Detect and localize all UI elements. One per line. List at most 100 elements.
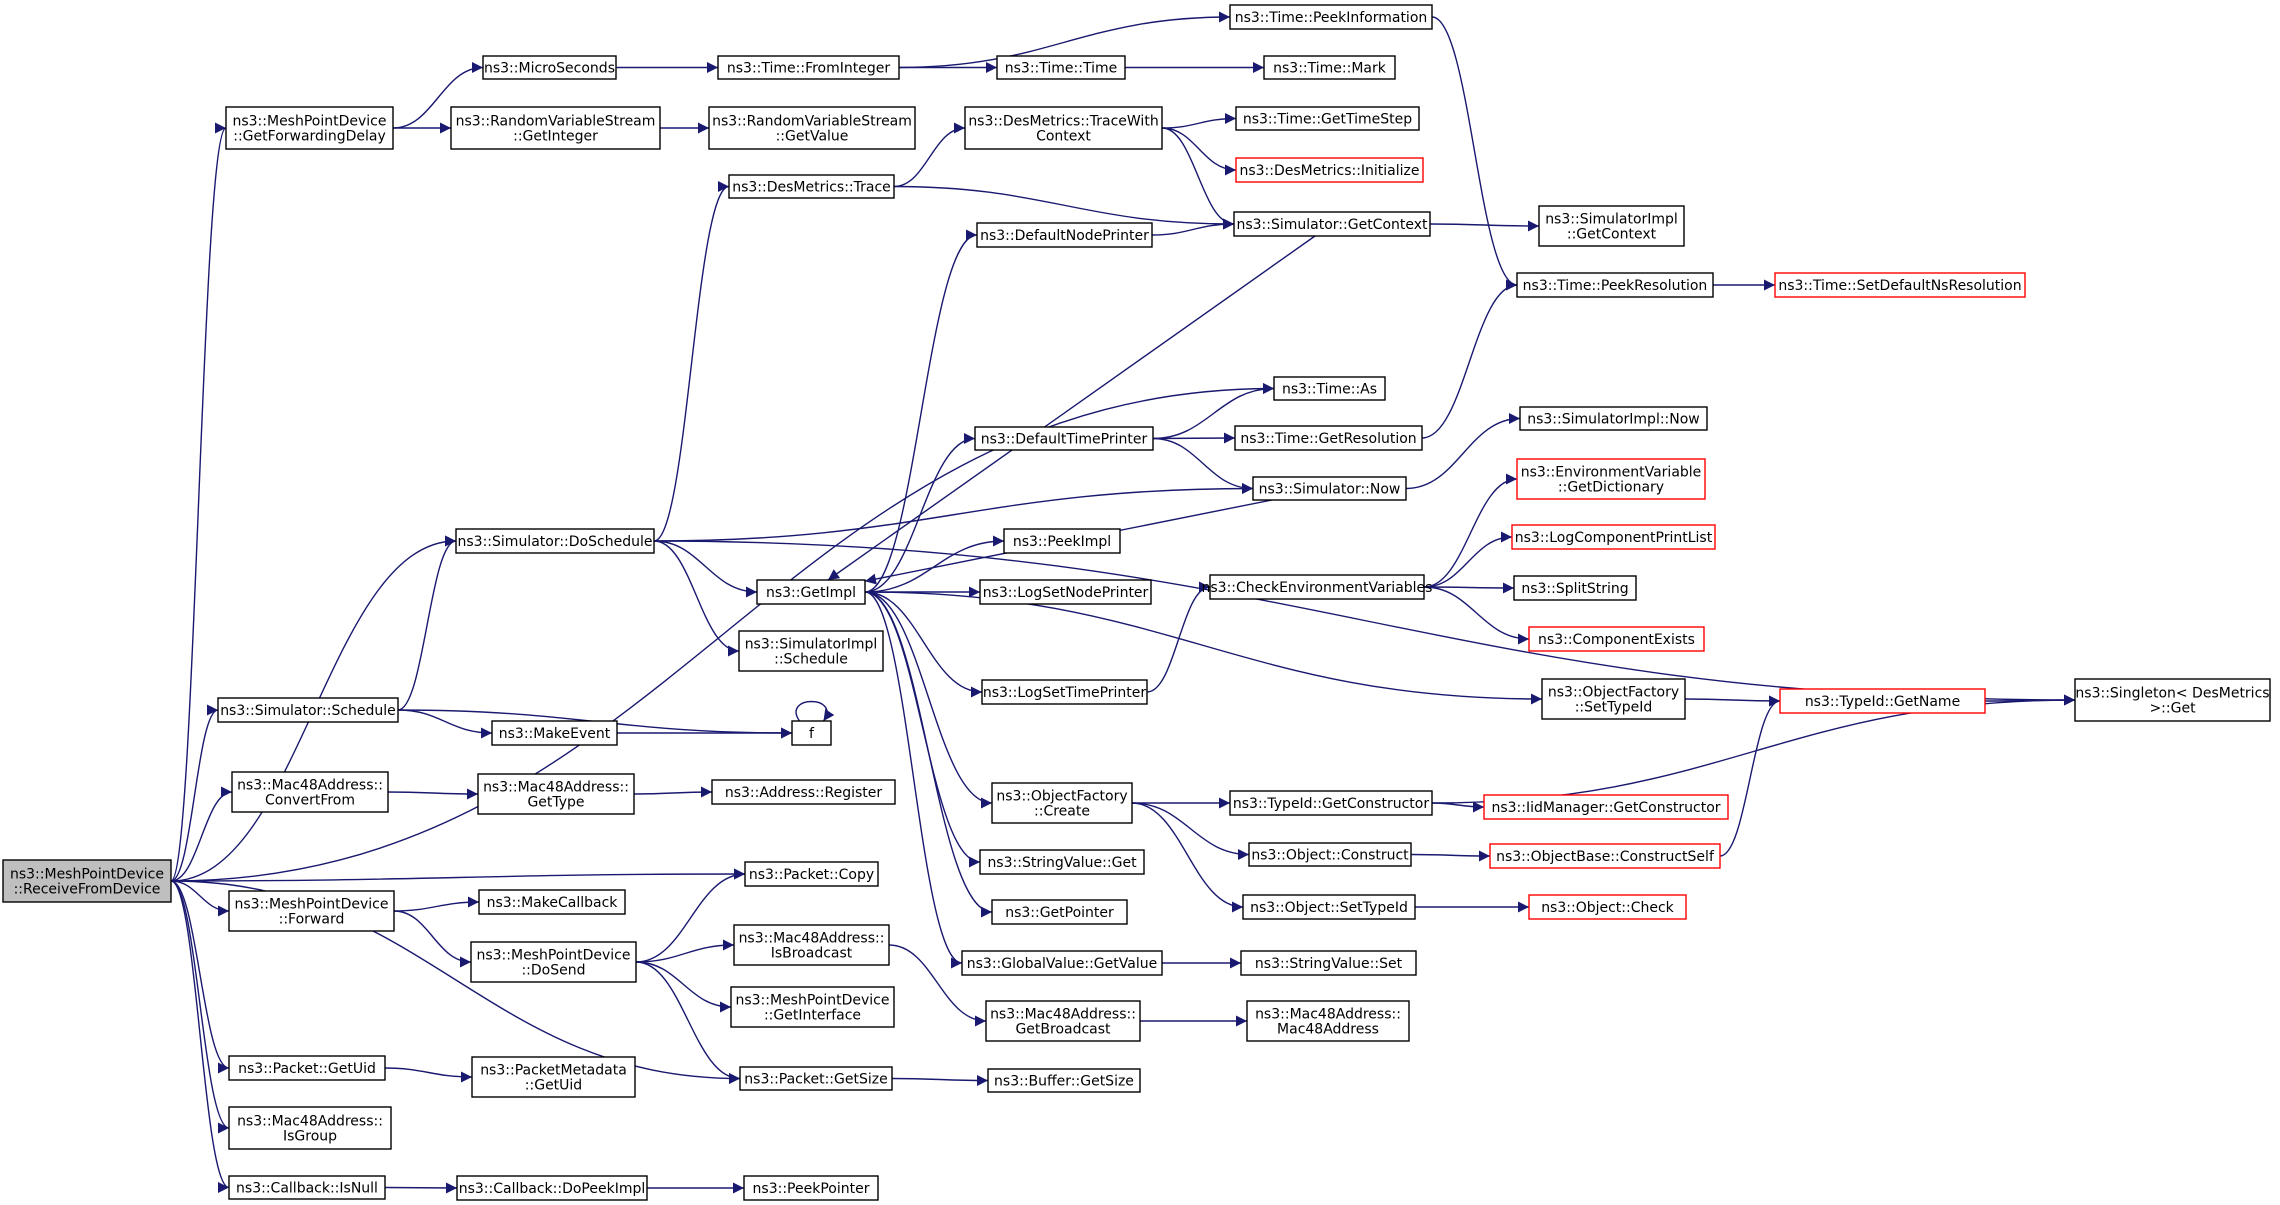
node-f[interactable]: f bbox=[791, 720, 832, 746]
node-tidname[interactable]: ns3::TypeId::GetName bbox=[1779, 688, 1986, 714]
node-compexists[interactable]: ns3::ComponentExists bbox=[1528, 626, 1705, 652]
edge-line bbox=[1410, 850, 1491, 862]
node-dminit[interactable]: ns3::DesMetrics::Initialize bbox=[1235, 157, 1424, 183]
node-box bbox=[1483, 794, 1729, 820]
node-pktgetuid[interactable]: ns3::Packet::GetUid bbox=[228, 1055, 386, 1081]
node-mac48ctor[interactable]: ns3::Mac48Address::Mac48Address bbox=[1246, 1000, 1410, 1042]
node-label-line: ns3::Object::Construct bbox=[1251, 848, 1409, 864]
edge-checkenv-to-splitstr bbox=[1423, 582, 1515, 594]
node-box bbox=[1538, 205, 1685, 247]
node-peekinfo[interactable]: ns3::Time::PeekInformation bbox=[1229, 4, 1433, 30]
node-makeevent[interactable]: ns3::MakeEvent bbox=[491, 720, 618, 746]
edge-line bbox=[1423, 531, 1513, 588]
node-timetime[interactable]: ns3::Time::Time bbox=[996, 55, 1126, 80]
node-splitstr[interactable]: ns3::SplitString bbox=[1513, 575, 1637, 601]
node-micro[interactable]: ns3::MicroSeconds bbox=[482, 55, 617, 80]
node-mac48bcast[interactable]: ns3::Mac48Address::IsBroadcast bbox=[733, 924, 890, 966]
node-label-line: ns3::Packet::GetSize bbox=[744, 1072, 887, 1088]
node-gvgetval[interactable]: ns3::GlobalValue::GetValue bbox=[961, 950, 1163, 976]
node-logtime[interactable]: ns3::LogSetTimePrinter bbox=[981, 679, 1148, 705]
node-iidctor[interactable]: ns3::IidManager::GetConstructor bbox=[1483, 794, 1729, 820]
node-setdefres[interactable]: ns3::Time::SetDefaultNsResolution bbox=[1774, 272, 2026, 298]
node-peekimpl[interactable]: ns3::PeekImpl bbox=[1003, 528, 1121, 554]
node-timemark[interactable]: ns3::Time::Mark bbox=[1263, 55, 1396, 80]
node-mpdgetif[interactable]: ns3::MeshPointDevice::GetInterface bbox=[730, 986, 895, 1028]
node-deftime[interactable]: ns3::DefaultTimePrinter bbox=[974, 426, 1154, 451]
node-mac48conv[interactable]: ns3::Mac48Address::ConvertFrom bbox=[231, 771, 389, 813]
node-simgetctx[interactable]: ns3::Simulator::GetContext bbox=[1233, 211, 1431, 237]
node-label-line: ns3::MeshPointDevice bbox=[234, 897, 388, 913]
node-simnow[interactable]: ns3::Simulator::Now bbox=[1252, 476, 1407, 501]
node-lognode[interactable]: ns3::LogSetNodePrinter bbox=[979, 579, 1152, 605]
node-rvsgetval[interactable]: ns3::RandomVariableStream::GetValue bbox=[708, 106, 916, 150]
node-simimplsched[interactable]: ns3::SimulatorImpl::Schedule bbox=[738, 630, 884, 672]
node-getptr[interactable]: ns3::GetPointer bbox=[991, 899, 1128, 925]
node-timeas[interactable]: ns3::Time::As bbox=[1273, 376, 1386, 401]
node-pmgetuid[interactable]: ns3::PacketMetadata::GetUid bbox=[471, 1056, 636, 1098]
edge-simgetctx-to-getimpl bbox=[827, 235, 1316, 581]
node-ofsettid[interactable]: ns3::ObjectFactory::SetTypeId bbox=[1541, 678, 1686, 720]
node-rvsgetint[interactable]: ns3::RandomVariableStream::GetInteger bbox=[450, 106, 661, 150]
node-dmtrace[interactable]: ns3::DesMetrics::Trace bbox=[728, 174, 895, 199]
edge-mpddosend-to-pktgetsize bbox=[635, 961, 741, 1084]
node-label-line: ns3::Time::Time bbox=[1005, 61, 1117, 77]
node-fromint[interactable]: ns3::Time::FromInteger bbox=[717, 55, 900, 80]
node-label-line: ns3::Simulator::DoSchedule bbox=[458, 534, 653, 550]
node-box bbox=[979, 849, 1145, 875]
edge-getres-to-peekres bbox=[1421, 279, 1518, 439]
edge-deftime-to-timeas bbox=[1152, 383, 1275, 440]
edge-dmtrace-to-simgetctx bbox=[893, 185, 1235, 230]
node-strvalget[interactable]: ns3::StringValue::Get bbox=[979, 849, 1145, 875]
edge-line bbox=[1405, 413, 1521, 490]
node-simimplnow[interactable]: ns3::SimulatorImpl::Now bbox=[1519, 406, 1708, 431]
node-getres[interactable]: ns3::Time::GetResolution bbox=[1234, 425, 1423, 451]
node-simsched[interactable]: ns3::Simulator::Schedule bbox=[217, 697, 399, 723]
edge-checkenv-to-compexists bbox=[1423, 586, 1530, 645]
node-pktcopy[interactable]: ns3::Packet::Copy bbox=[744, 861, 879, 887]
node-mac48type[interactable]: ns3::Mac48Address::GetType bbox=[477, 773, 635, 815]
node-getfwd[interactable]: ns3::MeshPointDevice::GetForwardingDelay bbox=[225, 106, 394, 150]
node-label-line: ns3::CheckEnvironmentVariables bbox=[1202, 580, 1433, 596]
edge-getimpl-to-defnode bbox=[864, 229, 978, 593]
edge-deftime-to-simnow bbox=[1152, 437, 1254, 494]
node-box bbox=[1252, 476, 1407, 501]
node-gettimestep[interactable]: ns3::Time::GetTimeStep bbox=[1235, 106, 1420, 131]
node-makecb[interactable]: ns3::MakeCallback bbox=[478, 889, 626, 915]
node-pktgetsize[interactable]: ns3::Packet::GetSize bbox=[739, 1066, 893, 1091]
node-obconstructself[interactable]: ns3::ObjectBase::ConstructSelf bbox=[1489, 843, 1721, 869]
node-cbdopeek[interactable]: ns3::Callback::DoPeekImpl bbox=[456, 1175, 648, 1201]
node-defnode[interactable]: ns3::DefaultNodePrinter bbox=[976, 222, 1153, 248]
node-mpddosend[interactable]: ns3::MeshPointDevice::DoSend bbox=[470, 941, 637, 983]
node-mac48isgroup[interactable]: ns3::Mac48Address::IsGroup bbox=[228, 1106, 392, 1150]
node-mac48getbc[interactable]: ns3::Mac48Address::GetBroadcast bbox=[985, 1000, 1141, 1042]
node-objcheck[interactable]: ns3::Object::Check bbox=[1528, 894, 1687, 920]
edge-line bbox=[635, 961, 741, 1084]
node-addrreg[interactable]: ns3::Address::Register bbox=[711, 779, 896, 805]
edge-line bbox=[864, 591, 993, 809]
node-dosched[interactable]: ns3::Simulator::DoSchedule bbox=[455, 528, 655, 554]
node-simimplctx[interactable]: ns3::SimulatorImpl::GetContext bbox=[1538, 205, 1685, 247]
node-checkenv[interactable]: ns3::CheckEnvironmentVariables bbox=[1202, 574, 1433, 600]
edge-getimpl-to-deftime bbox=[864, 433, 976, 593]
edge-line bbox=[170, 880, 230, 1074]
node-singleton[interactable]: ns3::Singleton< DesMetrics >::Get bbox=[2074, 678, 2271, 722]
node-label-line: IsBroadcast bbox=[771, 946, 853, 962]
edges-layer bbox=[170, 11, 2076, 1194]
node-envdict[interactable]: ns3::EnvironmentVariable::GetDictionary bbox=[1516, 458, 1706, 500]
node-getimpl[interactable]: ns3::GetImpl bbox=[756, 579, 866, 605]
node-bufgetsize[interactable]: ns3::Buffer::GetSize bbox=[987, 1068, 1141, 1093]
node-peekres[interactable]: ns3::Time::PeekResolution bbox=[1516, 272, 1714, 298]
node-logprintlist[interactable]: ns3::LogComponentPrintList bbox=[1511, 524, 1716, 550]
node-tidctor[interactable]: ns3::TypeId::GetConstructor bbox=[1229, 790, 1433, 816]
node-objsettid[interactable]: ns3::Object::SetTypeId bbox=[1242, 894, 1416, 920]
node-peekptr[interactable]: ns3::PeekPointer bbox=[743, 1175, 879, 1201]
node-label-line: ns3::DefaultTimePrinter bbox=[981, 432, 1148, 448]
edge-mac48bcast-to-mac48getbc bbox=[888, 944, 987, 1027]
node-cbisnull[interactable]: ns3::Callback::IsNull bbox=[228, 1175, 386, 1200]
node-mpdfwd[interactable]: ns3::MeshPointDevice::Forward bbox=[228, 890, 395, 932]
node-objconstruct[interactable]: ns3::Object::Construct bbox=[1248, 842, 1412, 867]
node-ofcreate[interactable]: ns3::ObjectFactory::Create bbox=[991, 782, 1133, 824]
node-root[interactable]: ns3::MeshPointDevice::ReceiveFromDevice bbox=[2, 859, 172, 903]
node-strvalset[interactable]: ns3::StringValue::Set bbox=[1240, 950, 1417, 976]
